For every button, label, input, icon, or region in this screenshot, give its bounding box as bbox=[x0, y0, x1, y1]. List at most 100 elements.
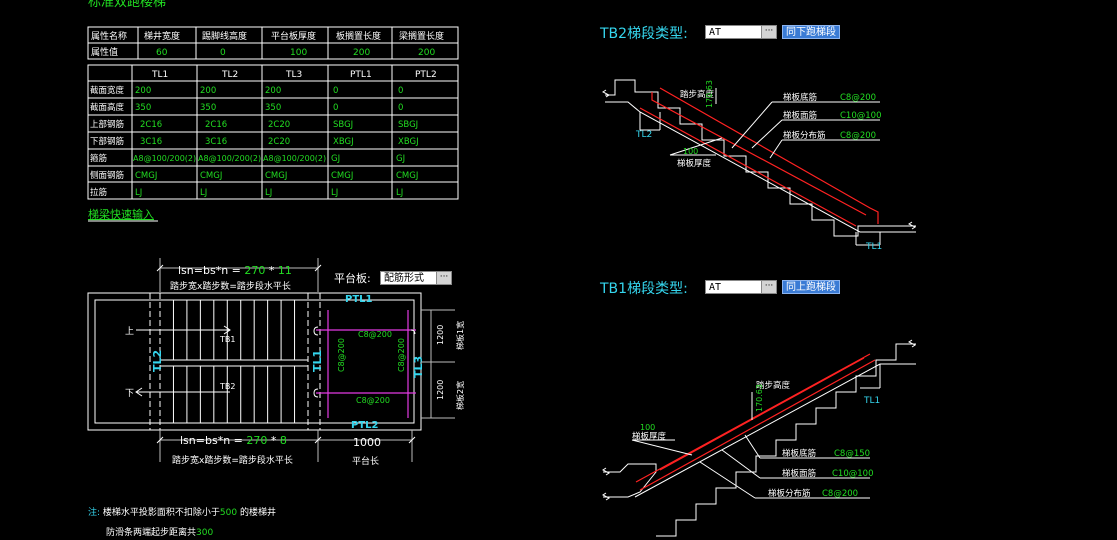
platform-length-value[interactable]: 1000 bbox=[353, 436, 381, 449]
platform-length-label: 平台长 bbox=[352, 455, 379, 467]
beam-cell[interactable]: 350 bbox=[135, 103, 151, 113]
beam-cell[interactable]: 2C16 bbox=[205, 120, 227, 130]
beam-cell[interactable]: SBGJ bbox=[398, 120, 418, 130]
beam-cell[interactable]: LJ bbox=[135, 188, 142, 198]
rebar-c8-200-top[interactable]: C8@200 bbox=[358, 330, 392, 339]
window-title-partial: 标准双跑楼梯 bbox=[88, 0, 166, 10]
beam-cell[interactable]: CMGJ bbox=[200, 171, 222, 181]
beam-cell[interactable]: 2C16 bbox=[140, 120, 162, 130]
rebar-c8-200-right[interactable]: C8@200 bbox=[397, 338, 406, 372]
top-formula-prefix: lsn=bs*n = bbox=[178, 264, 244, 277]
tb2-top-bar-label: 梯板面筋 bbox=[783, 110, 817, 121]
param-value-4[interactable]: 200 bbox=[353, 48, 370, 58]
note-value-1[interactable]: 500 bbox=[220, 508, 237, 518]
param-value-5[interactable]: 200 bbox=[418, 48, 435, 58]
note-suffix-1: 的楼梯井 bbox=[237, 506, 276, 518]
beam-cell[interactable]: 3C16 bbox=[140, 137, 162, 147]
beam-cell[interactable]: 350 bbox=[200, 103, 216, 113]
note-text-1: 楼梯水平投影面积不扣除小于 bbox=[103, 506, 220, 518]
tb1-top-bar-value[interactable]: C10@100 bbox=[832, 469, 873, 479]
param-table: 属性名称 梯井宽度 踢脚线高度 平台板厚度 板搁置长度 梁搁置长度 属性值 60… bbox=[87, 26, 459, 60]
bottom-formula-bs[interactable]: 270 bbox=[246, 434, 267, 447]
beam-cell[interactable]: LJ bbox=[265, 188, 272, 198]
tb1-bottom-bar-value[interactable]: C8@150 bbox=[834, 449, 870, 459]
tb1-bottom-bar-label: 梯板底筋 bbox=[782, 448, 816, 459]
tb1-dist-bar-value[interactable]: C8@200 bbox=[822, 489, 858, 499]
note-prefix: 注: bbox=[88, 506, 103, 518]
beam-cell[interactable]: A8@100/200(2) bbox=[198, 154, 261, 163]
rebar-c8-200-bottom[interactable]: C8@200 bbox=[356, 396, 390, 405]
beam-cell[interactable]: XBGJ bbox=[398, 137, 419, 147]
up-label: 上 bbox=[125, 326, 134, 337]
beam-cell[interactable]: SBGJ bbox=[333, 120, 353, 130]
beam-cell[interactable]: CMGJ bbox=[135, 171, 157, 181]
tb1-type-label: TB1梯段类型: bbox=[599, 281, 688, 297]
beam-cell[interactable]: 2C20 bbox=[268, 137, 290, 147]
top-formula-n[interactable]: 11 bbox=[278, 264, 292, 277]
note-value-2[interactable]: 300 bbox=[196, 528, 213, 538]
bottom-formula-star: * bbox=[267, 434, 280, 447]
beam-cell[interactable]: 0 bbox=[333, 103, 338, 113]
beam-cell[interactable]: 0 bbox=[333, 86, 338, 96]
beam-cell[interactable]: 2C20 bbox=[268, 120, 290, 130]
tl1-label: TL1 bbox=[311, 350, 324, 372]
beam-row-label: 截面宽度 bbox=[90, 85, 125, 96]
tb2-bottom-bar-value[interactable]: C8@200 bbox=[840, 93, 876, 103]
beam-cell[interactable]: CMGJ bbox=[396, 171, 418, 181]
tb2-type-select[interactable]: AT ··· bbox=[705, 25, 777, 39]
beam-cell[interactable]: GJ bbox=[331, 154, 340, 164]
quick-input-link[interactable]: 梯梁快速输入 bbox=[88, 207, 154, 221]
beam-row-label: 拉筋 bbox=[90, 187, 107, 198]
tb2-bottom-bar-label: 梯板底筋 bbox=[783, 92, 817, 103]
tb1-section: TB1梯段类型: 踏步高度 170.63 100 梯板厚度 梯板底筋 C8@15… bbox=[599, 281, 916, 537]
down-label: 下 bbox=[125, 389, 134, 399]
bottom-formula: lsn=bs*n = 270 * 8 bbox=[180, 434, 287, 447]
param-header-1: 梯井宽度 bbox=[144, 30, 180, 42]
beam-cell[interactable]: LJ bbox=[396, 188, 403, 198]
ptl1-label: PTL1 bbox=[345, 294, 373, 305]
beam-cell[interactable]: A8@100/200(2) bbox=[133, 154, 196, 163]
beam-cell[interactable]: 350 bbox=[265, 103, 281, 113]
beam-cell[interactable]: 0 bbox=[398, 86, 403, 96]
beam-cell[interactable]: 200 bbox=[265, 86, 281, 96]
beam-cell[interactable]: 200 bbox=[200, 86, 216, 96]
top-formula: lsn=bs*n = 270 * 11 bbox=[178, 264, 292, 277]
tb2-step-height-value[interactable]: 170.63 bbox=[705, 80, 714, 108]
tb2-type-label: TB2梯段类型: bbox=[599, 26, 688, 42]
tb2-dist-bar-value[interactable]: C8@200 bbox=[840, 131, 876, 141]
rebar-c8-200-left[interactable]: C8@200 bbox=[337, 338, 346, 372]
tb1-type-select[interactable]: AT ··· bbox=[705, 280, 777, 294]
beam-cell[interactable]: CMGJ bbox=[331, 171, 353, 181]
tb1-width-label: 梯板1宽 bbox=[455, 321, 465, 350]
param-value-3[interactable]: 100 bbox=[290, 48, 307, 58]
tb1-step-height-value[interactable]: 170.63 bbox=[755, 384, 764, 412]
param-header-5: 梁搁置长度 bbox=[399, 30, 444, 42]
beam-cell[interactable]: CMGJ bbox=[265, 171, 287, 181]
beam-cell[interactable]: LJ bbox=[331, 188, 338, 198]
param-value-2[interactable]: 0 bbox=[220, 48, 226, 58]
beam-cell[interactable]: 200 bbox=[135, 86, 151, 96]
bottom-formula-n[interactable]: 8 bbox=[280, 434, 287, 447]
tb2-section: TB2梯段类型: 踏步高度 170.63 100 梯板厚度 梯板底筋 C8@20 bbox=[599, 26, 916, 252]
dropdown-ellipsis-icon[interactable]: ··· bbox=[761, 26, 776, 38]
beam-col-ptl2: PTL2 bbox=[415, 70, 437, 80]
beam-table: TL1 TL2 TL3 PTL1 PTL2 截面宽度 200 200 200 0… bbox=[87, 64, 459, 200]
top-formula-bs[interactable]: 270 bbox=[244, 264, 265, 277]
note-text-2: 防滑条两端起步距离共 bbox=[106, 526, 196, 538]
beam-cell[interactable]: GJ bbox=[396, 154, 405, 164]
tb2-same-as-below-button[interactable]: 同下跑梯段 bbox=[782, 25, 840, 39]
beam-cell[interactable]: 3C16 bbox=[205, 137, 227, 147]
tb1-same-as-above-button[interactable]: 同上跑梯段 bbox=[782, 280, 840, 294]
beam-row-label: 侧面钢筋 bbox=[90, 170, 124, 181]
dropdown-ellipsis-icon[interactable]: ··· bbox=[761, 281, 776, 293]
tb2-top-bar-value[interactable]: C10@100 bbox=[840, 111, 881, 121]
beam-cell[interactable]: LJ bbox=[200, 188, 207, 198]
beam-cell[interactable]: 0 bbox=[398, 103, 403, 113]
beam-cell[interactable]: XBGJ bbox=[333, 137, 354, 147]
platform-plate-select[interactable]: 配筋形式 ··· bbox=[380, 271, 452, 285]
dropdown-ellipsis-icon[interactable]: ··· bbox=[436, 272, 451, 284]
param-value-1[interactable]: 60 bbox=[156, 48, 168, 58]
beam-cell[interactable]: A8@100/200(2) bbox=[263, 154, 326, 163]
tb2-thickness-value[interactable]: 100 bbox=[683, 147, 698, 156]
tb1-thickness-value[interactable]: 100 bbox=[640, 423, 655, 432]
